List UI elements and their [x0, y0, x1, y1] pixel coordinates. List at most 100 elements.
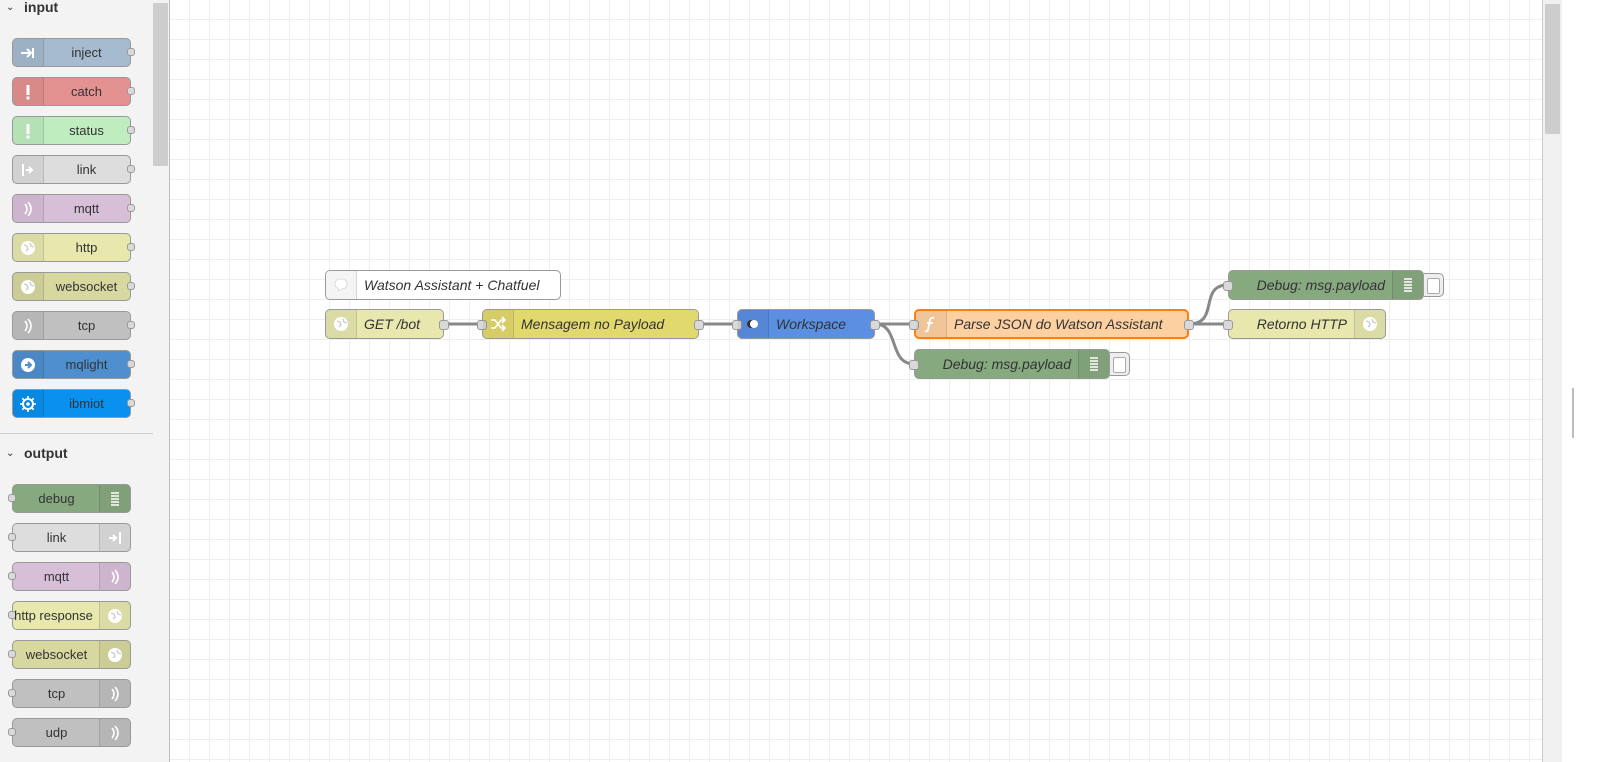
- category-label: input: [24, 0, 59, 15]
- flow-node-debug-bottom[interactable]: Debug: msg.payload: [909, 349, 1130, 379]
- palette-node-link-out[interactable]: link: [8, 523, 131, 552]
- palette-node-tcp-out[interactable]: tcp: [8, 679, 131, 708]
- inject-arrow-icon: [13, 39, 44, 66]
- globe-icon: [13, 234, 44, 261]
- debug-list-icon: [1078, 350, 1109, 378]
- flow-node-label: Workspace: [776, 316, 847, 332]
- input-port: [8, 494, 16, 502]
- palette-node-debug[interactable]: debug: [8, 484, 131, 513]
- category-header-input[interactable]: ⌄ input: [0, 0, 153, 24]
- bridge-icon: [99, 680, 130, 707]
- bridge-icon: [13, 312, 44, 339]
- output-port: [127, 87, 135, 95]
- palette-node-mqtt-in[interactable]: mqtt: [12, 194, 135, 223]
- palette-node-catch[interactable]: catch: [12, 77, 135, 106]
- category-label: output: [24, 445, 68, 461]
- panel-resize-handle[interactable]: [1572, 388, 1574, 438]
- flow-workspace[interactable]: Watson Assistant + Chatfuel GET /bot Men…: [170, 0, 1542, 762]
- bridge-icon: [13, 195, 44, 222]
- workspace-scrollbar-thumb[interactable]: [1545, 4, 1560, 134]
- wire: [874, 322, 915, 366]
- palette-scrollbar[interactable]: [153, 0, 170, 762]
- input-port: [8, 533, 16, 541]
- output-port: [127, 321, 135, 329]
- comment-icon: [326, 271, 357, 299]
- output-port: [127, 399, 135, 407]
- globe-icon: [1354, 310, 1385, 338]
- input-port[interactable]: [477, 320, 487, 330]
- output-port: [127, 282, 135, 290]
- palette-node-label: status: [69, 123, 104, 138]
- globe-icon: [13, 273, 44, 300]
- palette-node-label: mqtt: [43, 569, 70, 584]
- flow-node-label: Watson Assistant + Chatfuel: [364, 277, 540, 293]
- output-port: [127, 165, 135, 173]
- globe-icon: [326, 310, 357, 338]
- input-port[interactable]: [732, 320, 742, 330]
- palette-node-tcp-in[interactable]: tcp: [12, 311, 135, 340]
- palette-node-http-response[interactable]: http response: [8, 601, 131, 630]
- palette-node-mqlight[interactable]: mqlight: [12, 350, 135, 379]
- flow-node-label: Parse JSON do Watson Assistant: [954, 316, 1163, 332]
- output-port[interactable]: [694, 320, 704, 330]
- palette-node-mqtt-out[interactable]: mqtt: [8, 562, 131, 591]
- palette-node-label: link: [76, 162, 97, 177]
- input-port[interactable]: [909, 360, 919, 370]
- globe-icon: [99, 602, 130, 629]
- shuffle-icon: [483, 310, 514, 338]
- flow-node-comment[interactable]: Watson Assistant + Chatfuel: [325, 270, 561, 300]
- bridge-icon: [99, 563, 130, 590]
- output-port: [127, 48, 135, 56]
- bridge-icon: [99, 719, 130, 746]
- flow-node-change[interactable]: Mensagem no Payload: [477, 309, 704, 339]
- debug-list-icon: [99, 485, 130, 512]
- palette-node-http-in[interactable]: http: [12, 233, 135, 262]
- debug-toggle-button[interactable]: [1110, 352, 1130, 376]
- gear-icon: [13, 390, 44, 417]
- palette-node-websocket-out[interactable]: websocket: [8, 640, 131, 669]
- input-port: [8, 572, 16, 580]
- right-panel-edge: [1562, 0, 1598, 762]
- flow-node-http-in[interactable]: GET /bot: [325, 309, 449, 339]
- input-port[interactable]: [1223, 281, 1233, 291]
- palette-node-websocket-in[interactable]: websocket: [12, 272, 135, 301]
- chevron-down-icon: ⌄: [6, 447, 15, 459]
- palette-node-inject[interactable]: inject: [12, 38, 135, 67]
- flow-node-debug-top[interactable]: Debug: msg.payload: [1223, 270, 1444, 300]
- palette-node-status[interactable]: status: [12, 116, 135, 145]
- debug-toggle-button[interactable]: [1424, 273, 1444, 297]
- output-port: [127, 243, 135, 251]
- flow-node-watson-assistant[interactable]: Workspace: [732, 309, 880, 339]
- output-port: [127, 126, 135, 134]
- output-port[interactable]: [870, 320, 880, 330]
- palette-node-udp-out[interactable]: udp: [8, 718, 131, 747]
- category-header-output[interactable]: ⌄ output: [0, 436, 153, 470]
- node-palette: ⌄ input inject catch status link mqtt: [0, 0, 153, 762]
- palette-node-label: websocket: [25, 647, 88, 662]
- palette-node-label: tcp: [47, 686, 66, 701]
- palette-node-label: ibmiot: [69, 396, 104, 411]
- output-port[interactable]: [1184, 320, 1194, 330]
- wire: [1188, 283, 1229, 326]
- palette-node-ibmiot[interactable]: ibmiot: [12, 389, 135, 418]
- output-port: [127, 360, 135, 368]
- palette-node-link-in[interactable]: link: [12, 155, 135, 184]
- palette-node-label: websocket: [55, 279, 118, 294]
- function-icon: [916, 311, 947, 337]
- debug-list-icon: [1392, 271, 1423, 299]
- flow-node-function[interactable]: Parse JSON do Watson Assistant: [909, 309, 1194, 339]
- output-port[interactable]: [439, 320, 449, 330]
- flow-node-label: Debug: msg.payload: [1256, 277, 1385, 293]
- category-divider: [0, 433, 153, 434]
- input-port[interactable]: [1223, 320, 1233, 330]
- input-port[interactable]: [909, 320, 919, 330]
- workspace-scrollbar[interactable]: [1542, 0, 1563, 762]
- link-out-icon: [99, 524, 130, 551]
- output-port: [127, 204, 135, 212]
- input-port: [8, 650, 16, 658]
- flow-node-label: Debug: msg.payload: [942, 356, 1071, 372]
- alert-icon: [13, 117, 44, 144]
- palette-node-label: inject: [71, 45, 102, 60]
- flow-node-http-response[interactable]: Retorno HTTP: [1223, 309, 1386, 339]
- palette-scrollbar-thumb[interactable]: [153, 3, 168, 166]
